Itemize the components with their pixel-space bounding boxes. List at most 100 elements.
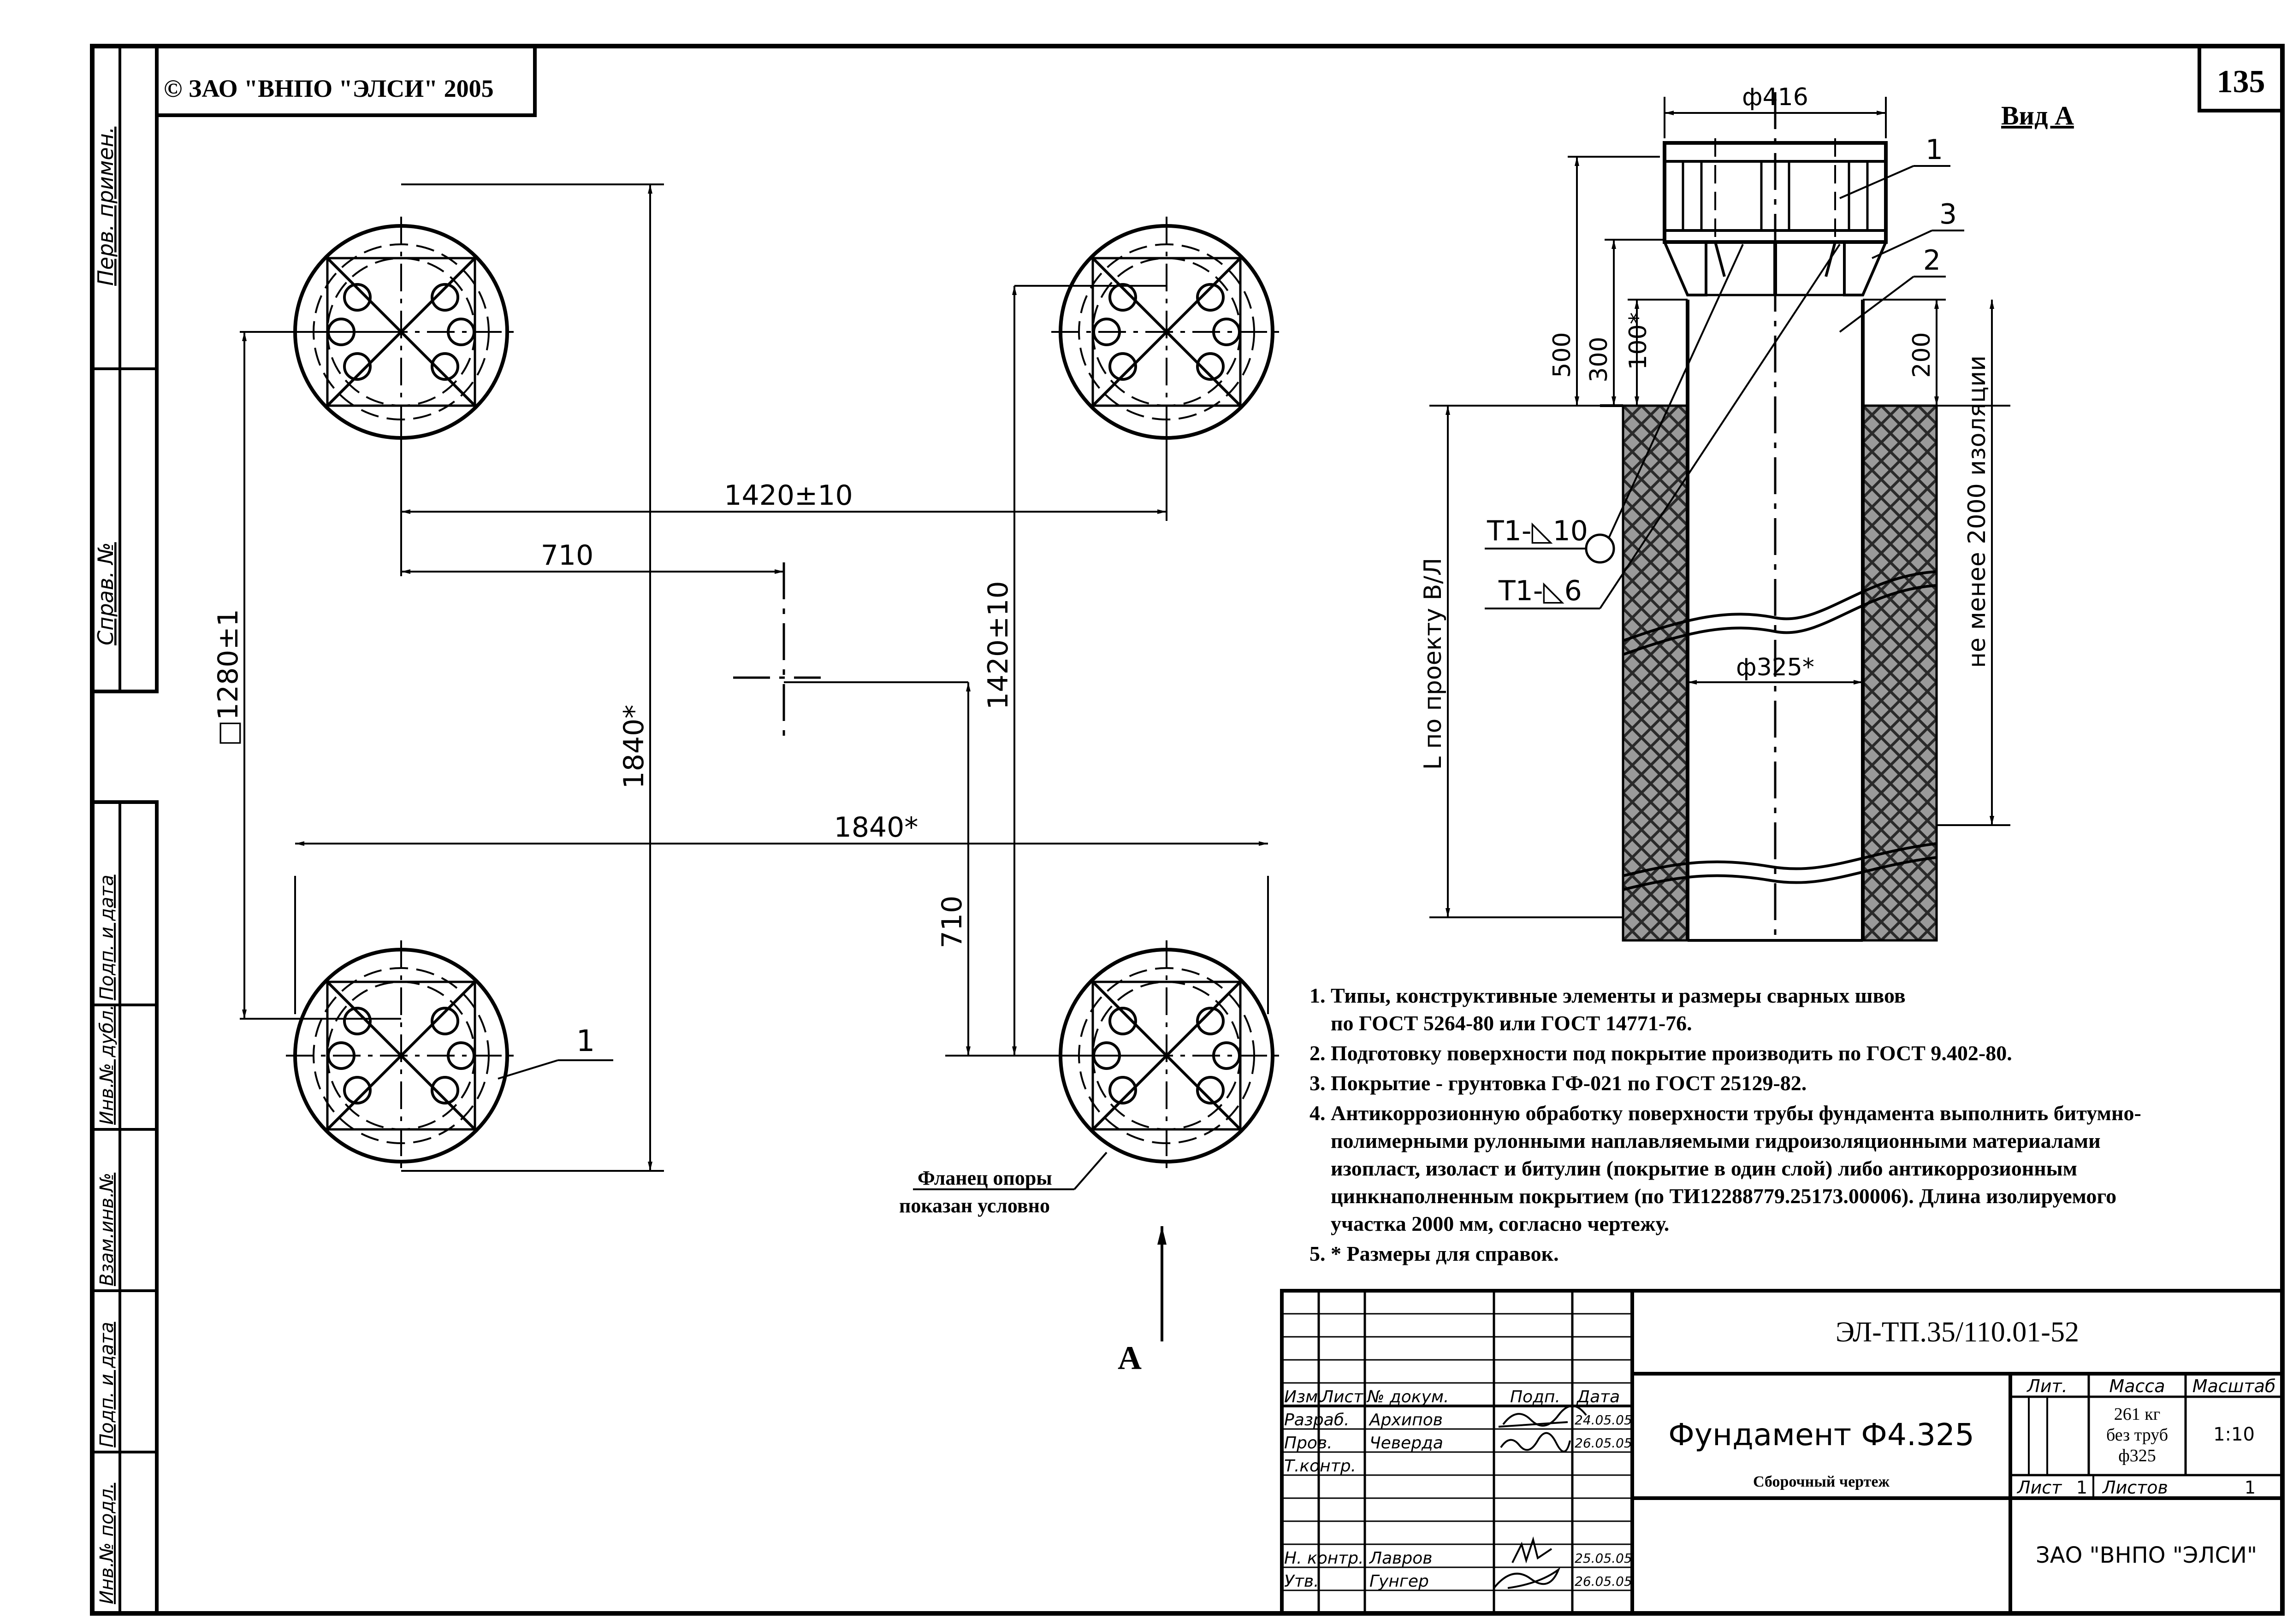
view-a-label: Вид А <box>2001 100 2074 130</box>
date-nkontr: 25.05.05 <box>1575 1551 1632 1566</box>
plan-view: 1420±10 710 1420±10 □1280±1 1840* 1840* … <box>212 183 1282 1376</box>
doc-code: ЭЛ-ТП.35/110.01-52 <box>1836 1317 2079 1348</box>
dim-710-horizontal: 710 <box>541 539 594 572</box>
dim-710-vertical: 710 <box>936 896 968 949</box>
bolt-hole <box>1108 283 1137 312</box>
copyright-box: © ЗАО "ВНПО "ЭЛСИ" 2005 <box>155 44 537 117</box>
dim-1280-square: □1280±1 <box>212 609 244 746</box>
note-line: участка 2000 мм, согласно чертежу. <box>1309 1212 1669 1235</box>
name-razrab: Архипов <box>1369 1411 1443 1429</box>
flange-note-line2: показан условно <box>899 1194 1050 1217</box>
bolt-hole <box>1108 1007 1137 1035</box>
org-name: ЗАО "ВНПО "ЭЛСИ" <box>2036 1542 2257 1568</box>
bolt-hole <box>1212 1041 1241 1070</box>
row-razrab: Разраб. <box>1284 1411 1349 1429</box>
dim-1840-vertical: 1840* <box>618 705 650 789</box>
sheet-number: 135 <box>2217 64 2265 100</box>
signature-prov <box>1500 1432 1571 1453</box>
dim-1420-horizontal: 1420±10 <box>724 479 853 512</box>
col-podp: Подп. <box>1510 1388 1560 1406</box>
view-arrow-label: А <box>1118 1340 1142 1376</box>
note-line: 3. Покрытие - грунтовка ГФ-021 по ГОСТ 2… <box>1309 1071 1807 1095</box>
col-doc: № докум. <box>1366 1388 1449 1406</box>
name-nkontr: Лавров <box>1369 1549 1432 1568</box>
dim-length-l: L по проекту В/Л <box>1419 558 1447 770</box>
lit-label: Лит. <box>2026 1376 2068 1396</box>
note-line: изопласт, изоласт и битулин (покрытие в … <box>1309 1157 2077 1180</box>
note-line: 2. Подготовку поверхности под покрытие п… <box>1309 1041 2012 1065</box>
sheet-number-box: 135 <box>2198 44 2284 112</box>
drawing-subtitle: Сборочный чертеж <box>1753 1473 1890 1490</box>
foundation-flange <box>286 940 516 1171</box>
dim-500: 500 <box>1548 332 1576 378</box>
bolt-hole <box>431 1076 459 1104</box>
callout-1-plan: 1 <box>576 1024 595 1058</box>
row-prov: Пров. <box>1284 1434 1333 1453</box>
notes: 1. Типы, конструктивные элементы и разме… <box>1309 984 2141 1265</box>
name-prov: Чеверда <box>1369 1434 1443 1453</box>
side-stamps: Перв. примен. Справ. № Подп. и дата Инв.… <box>93 127 118 1604</box>
bolt-hole <box>431 352 459 381</box>
dim-insulation: не менее 2000 изоляции <box>1963 355 1991 668</box>
bolt-hole <box>343 283 372 312</box>
sheet-value: 1 <box>2076 1477 2087 1498</box>
row-nkontr: Н. контр. <box>1284 1549 1364 1568</box>
stamp-podp-data-2: Подп. и дата <box>96 1322 118 1447</box>
sheets-label: Листов <box>2102 1477 2168 1498</box>
dim-200: 200 <box>1908 332 1936 378</box>
callout-1-section: 1 <box>1926 134 1943 166</box>
stamp-vzam-inv: Взам.инв.№ <box>96 1173 118 1286</box>
note-line: 4. Антикоррозионную обработку поверхност… <box>1309 1101 2141 1125</box>
date-prov: 26.05.05 <box>1575 1435 1632 1451</box>
bolt-hole <box>1196 1007 1225 1035</box>
col-izm: Изм. <box>1284 1388 1323 1406</box>
name-utv: Гунгер <box>1369 1572 1429 1591</box>
copyright-text: © ЗАО "ВНПО "ЭЛСИ" 2005 <box>164 75 494 102</box>
stamp-podp-data-1: Подп. и дата <box>96 875 118 1000</box>
scale-label: Масштаб <box>2192 1376 2276 1396</box>
bolt-hole <box>1092 318 1121 346</box>
stamp-inv-dubl: Инв.№ дубл. <box>96 1004 118 1125</box>
row-utv: Утв. <box>1284 1572 1319 1591</box>
dim-100: 100* <box>1624 312 1652 370</box>
title-block: Изм. Лист № докум. Подп. Дата Разраб. Пр… <box>1280 1289 2284 1615</box>
sheet-frame <box>90 44 2285 1616</box>
stamp-sprav-no: Справ. № <box>93 542 118 645</box>
mass-label: Масса <box>2109 1376 2165 1396</box>
signature-razrab <box>1498 1405 1587 1428</box>
dim-d325: ф325* <box>1736 654 1814 681</box>
bolt-hole <box>327 1041 356 1070</box>
mass-line2: без труб <box>2106 1425 2168 1445</box>
dim-1840-horizontal: 1840* <box>834 811 918 844</box>
section-view: Вид А <box>1419 83 2074 942</box>
bolt-hole <box>1108 352 1137 381</box>
bolt-hole <box>343 1076 372 1104</box>
note-line: 1. Типы, конструктивные элементы и разме… <box>1309 984 1906 1007</box>
note-line: полимерными рулонными наплавляемыми гидр… <box>1309 1129 2101 1152</box>
callout-2-section: 2 <box>1923 244 1941 277</box>
bolt-hole <box>1196 1076 1225 1104</box>
bolt-hole <box>431 283 459 312</box>
weld-t1-6: Т1-◺6 <box>1498 575 1582 607</box>
col-data: Дата <box>1576 1388 1620 1406</box>
date-razrab: 24.05.05 <box>1575 1412 1632 1428</box>
dim-300: 300 <box>1585 337 1613 382</box>
drawing-title: Фундамент Ф4.325 <box>1668 1417 1974 1453</box>
signature-nkontr <box>1511 1536 1552 1564</box>
bolt-hole <box>343 352 372 381</box>
scale-value: 1:10 <box>2213 1424 2255 1445</box>
bolt-hole <box>1212 318 1241 346</box>
note-line: 5. * Размеры для справок. <box>1309 1242 1559 1265</box>
bolt-hole <box>447 318 475 346</box>
weld-t1-10: Т1-◺10 <box>1487 515 1588 547</box>
signature-utv <box>1493 1567 1561 1589</box>
mass-line1: 261 кг <box>2114 1405 2161 1424</box>
stamp-perv-primen: Перв. примен. <box>93 127 118 286</box>
sheets-value: 1 <box>2245 1477 2256 1498</box>
date-utv: 26.05.05 <box>1575 1574 1632 1589</box>
stamp-inv-podl: Инв.№ подл. <box>96 1483 118 1604</box>
note-line: по ГОСТ 5264-80 или ГОСТ 14771-76. <box>1309 1011 1692 1035</box>
col-list: Лист <box>1320 1388 1363 1406</box>
bolt-hole <box>431 1007 459 1035</box>
